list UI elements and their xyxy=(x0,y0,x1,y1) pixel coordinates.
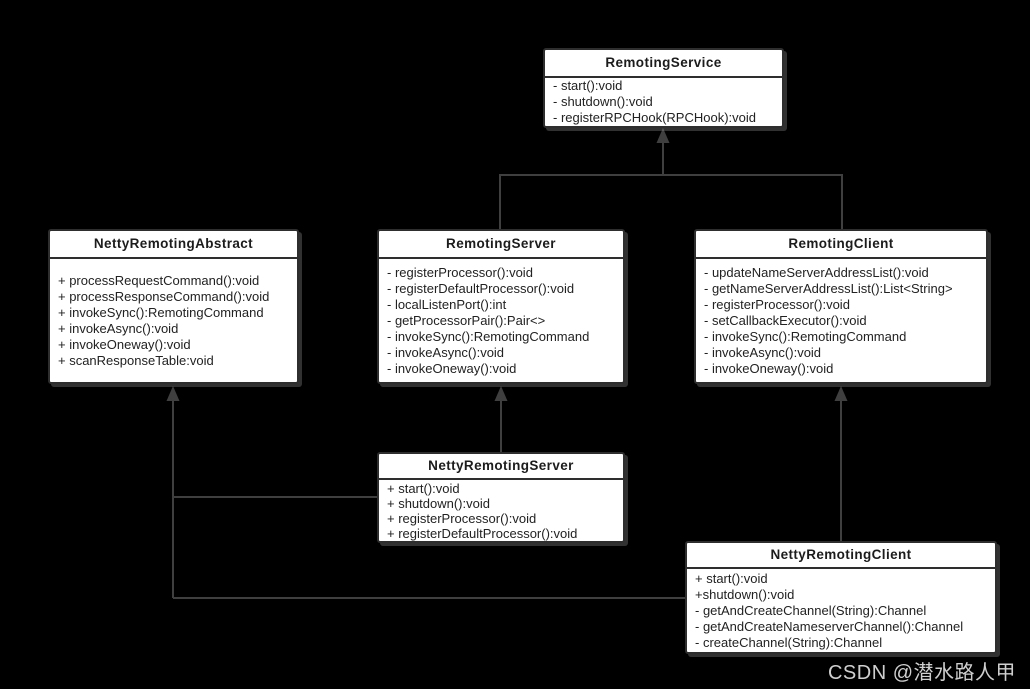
method-row: - shutdown():void xyxy=(553,94,653,109)
class-box-remoting-client: RemotingClient - updateNameServerAddress… xyxy=(694,229,988,384)
class-method-list: - updateNameServerAddressList():void- ge… xyxy=(696,259,986,382)
fork-line-service xyxy=(499,174,843,229)
method-row: + registerDefaultProcessor():void xyxy=(387,525,578,541)
method-row: + start():void xyxy=(387,480,460,496)
arrowhead-remoting-server xyxy=(494,386,508,401)
method-row: + shutdown():void xyxy=(387,495,490,511)
class-method-list: - start():void- shutdown():void- registe… xyxy=(545,78,782,126)
class-title: NettyRemotingAbstract xyxy=(50,231,297,259)
method-row: + scanResponseTable:void xyxy=(58,352,214,368)
class-title: RemotingServer xyxy=(379,231,623,259)
method-row: - createChannel(String):Channel xyxy=(695,634,883,650)
class-method-list: - registerProcessor():void- registerDefa… xyxy=(379,259,623,382)
class-box-netty-remoting-server: NettyRemotingServer + start():void+ shut… xyxy=(377,452,625,543)
method-row: - updateNameServerAddressList():void xyxy=(704,264,929,280)
method-row: + invokeAsync():void xyxy=(58,320,179,336)
method-row: - registerRPCHook(RPCHook):void xyxy=(553,110,756,125)
class-box-remoting-server: RemotingServer - registerProcessor():voi… xyxy=(377,229,625,384)
class-title: NettyRemotingServer xyxy=(379,454,623,480)
method-row: - registerDefaultProcessor():void xyxy=(387,280,575,296)
class-title: NettyRemotingClient xyxy=(687,543,995,569)
method-row: - invokeSync():RemotingCommand xyxy=(704,328,907,344)
class-box-remoting-service: RemotingService - start():void- shutdown… xyxy=(543,48,784,128)
method-row: - invokeOneway():void xyxy=(387,360,517,376)
method-row: - getAndCreateChannel(String):Channel xyxy=(695,602,927,618)
method-row: - registerProcessor():void xyxy=(704,296,850,312)
class-title: RemotingClient xyxy=(696,231,986,259)
method-row: + invokeSync():RemotingCommand xyxy=(58,304,264,320)
arrowhead-remoting-client xyxy=(834,386,848,401)
method-row: + start():void xyxy=(695,570,768,586)
class-method-list: + processRequestCommand():void+ processR… xyxy=(50,259,297,382)
method-row: +shutdown():void xyxy=(695,586,795,602)
class-title: RemotingService xyxy=(545,50,782,78)
method-row: - invokeOneway():void xyxy=(704,360,834,376)
method-row: + processRequestCommand():void xyxy=(58,272,260,288)
class-box-netty-remoting-abstract: NettyRemotingAbstract + processRequestCo… xyxy=(48,229,299,384)
method-row: - start():void xyxy=(553,78,623,93)
method-row: - getAndCreateNameserverChannel():Channe… xyxy=(695,618,964,634)
method-row: - invokeSync():RemotingCommand xyxy=(387,328,590,344)
class-method-list: + start():void+shutdown():void- getAndCr… xyxy=(687,569,995,652)
arrowhead-netty-remoting-abstract xyxy=(166,386,180,401)
watermark: CSDN @潜水路人甲 xyxy=(827,662,1016,684)
method-row: - getProcessorPair():Pair<> xyxy=(387,312,546,328)
method-row: + processResponseCommand():void xyxy=(58,288,270,304)
method-row: - invokeAsync():void xyxy=(704,344,822,360)
method-row: - getNameServerAddressList():List<String… xyxy=(704,280,953,296)
method-row: - localListenPort():int xyxy=(387,296,507,312)
method-row: - registerProcessor():void xyxy=(387,264,533,280)
method-row: + invokeOneway():void xyxy=(58,336,191,352)
method-row: - invokeAsync():void xyxy=(387,344,505,360)
method-row: - setCallbackExecutor():void xyxy=(704,312,867,328)
class-method-list: + start():void+ shutdown():void+ registe… xyxy=(379,480,623,541)
arrowhead-remoting-service xyxy=(656,128,670,143)
class-box-netty-remoting-client: NettyRemotingClient + start():void+shutd… xyxy=(685,541,997,654)
method-row: + registerProcessor():void xyxy=(387,510,537,526)
